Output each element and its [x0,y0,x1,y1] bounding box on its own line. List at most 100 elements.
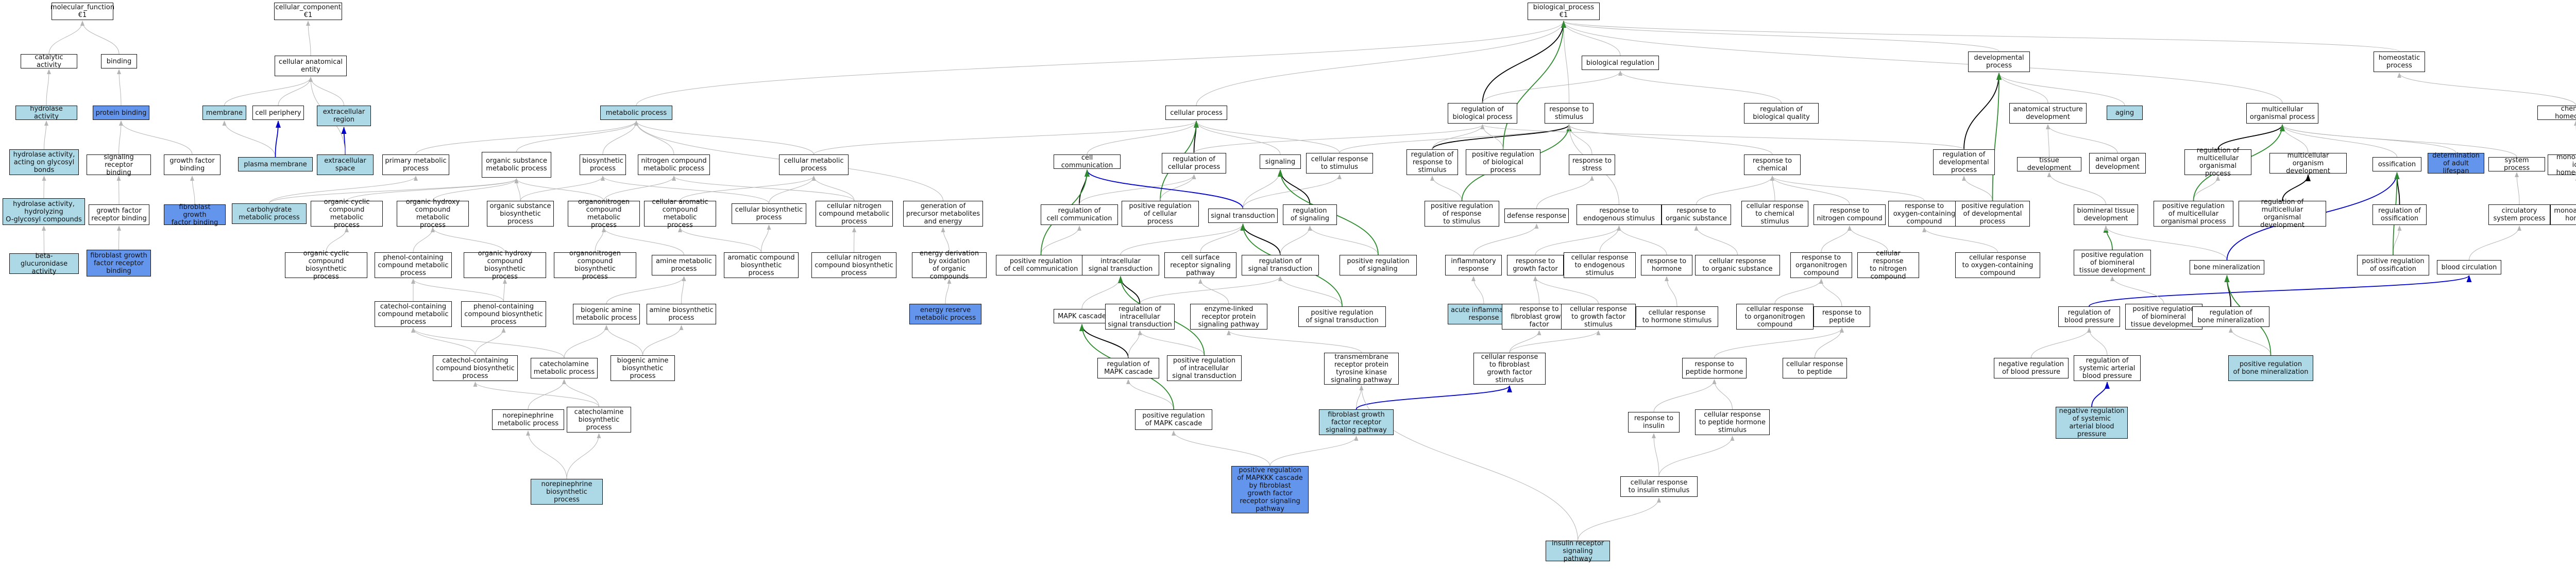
term-node-positive-regulation-signaling[interactable]: positive regulation of signaling [1340,255,1417,275]
term-node-regulation-intracellular-signal[interactable]: regulation of intracellular signal trans… [1105,304,1175,330]
term-node-regulation-signal-transduction[interactable]: regulation of signal transduction [1242,255,1319,275]
term-node-monoatomic-ion-homeostasis[interactable]: monoatomic ion homeostasis [2548,153,2576,177]
term-node-carbohydrate-metabolic[interactable]: carbohydrate metabolic process [232,203,307,224]
term-node-biosynthetic[interactable]: biosynthetic process [580,154,626,175]
term-node-response-to-insulin[interactable]: response to insulin [1628,412,1680,433]
term-node-developmental-process[interactable]: developmental process [1968,51,2030,72]
term-node-biogenic-amine-biosynthetic[interactable]: biogenic amine biosynthetic process [611,355,675,381]
term-node-membrane[interactable]: membrane [202,106,246,120]
term-node-fgf-receptor-signaling[interactable]: fibroblast growth factor receptor signal… [1319,409,1394,435]
term-node-growth-factor-receptor-binding[interactable]: growth factor receptor binding [89,204,149,225]
term-node-positive-regulation-biomineral-tissue[interactable]: positive regulation of biomineral tissue… [2125,304,2202,330]
term-node-energy-reserve[interactable]: energy reserve metabolic process [909,304,981,324]
term-node-positive-regulation-multicellular-process[interactable]: positive regulation of multicellular org… [2154,201,2233,227]
term-node-organic-substance-biosynthetic[interactable]: organic substance biosynthetic process [487,201,554,227]
term-node-catecholamine-biosynthetic[interactable]: catecholamine biosynthetic process [567,407,631,433]
term-node-response-organic-substance[interactable]: response to organic substance [1662,204,1731,225]
term-node-response-to-stimulus[interactable]: response to stimulus [1545,103,1594,124]
term-node-cellular-response-fgf[interactable]: cellular response to fibroblast growth f… [1473,353,1546,385]
term-node-regulation-cellular-process[interactable]: regulation of cellular process [1162,153,1226,174]
term-node-norepinephrine-metabolic[interactable]: norepinephrine metabolic process [492,409,564,430]
term-node-positive-regulation-cell-communication[interactable]: positive regulation of cell communicatio… [996,255,1086,275]
term-node-fgf-binding[interactable]: fibroblast growth factor binding [164,203,226,227]
term-node-positive-regulation-response-stimulus[interactable]: positive regulation of response to stimu… [1425,201,1499,227]
term-node-positive-regulation-bone-mineralization[interactable]: positive regulation of bone mineralizati… [2228,355,2313,381]
term-node-response-nitrogen-compound[interactable]: response to nitrogen compound [1814,204,1886,225]
term-node-negative-regulation-blood-pressure[interactable]: negative regulation of blood pressure [1994,358,2069,378]
term-node-cellular-response-oxygen[interactable]: cellular response to oxygen-containing c… [1955,252,2040,278]
term-node-binding[interactable]: binding [101,54,137,68]
term-node-organic-hydroxy-metabolic[interactable]: organic hydroxy compound metabolic proce… [397,198,469,229]
term-node-cellular-response-peptide-hormone[interactable]: cellular response to peptide hormone sti… [1695,409,1770,435]
term-node-bone-mineralization[interactable]: bone mineralization [2190,260,2264,274]
term-node-norepinephrine-biosynthetic[interactable]: norepinephrine biosynthetic process [531,479,603,505]
term-node-defense-response[interactable]: defense response [1504,209,1569,223]
term-node-organic-cyclic-biosynthetic[interactable]: organic cyclic compound biosynthetic pro… [285,250,367,281]
term-node-tissue-development[interactable]: tissue development [2017,157,2081,172]
term-node-inflammatory-response[interactable]: inflammatory response [1445,255,1502,275]
term-node-regulation-cell-communication[interactable]: regulation of cell communication [1041,204,1118,225]
term-node-metabolic-process[interactable]: metabolic process [600,106,672,120]
term-node-homeostatic-process[interactable]: homeostatic process [2374,51,2425,72]
term-node-cellular-process[interactable]: cellular process [1165,106,1227,120]
term-node-amine-metabolic[interactable]: amine metabolic process [652,255,716,275]
term-node-response-to-peptide[interactable]: response to peptide [1814,306,1870,327]
term-node-positive-regulation-ossification[interactable]: positive regulation of ossification [2357,255,2429,275]
term-node-organic-cyclic-metabolic[interactable]: organic cyclic compound metabolic proces… [311,198,383,229]
term-node-aging[interactable]: aging [2107,106,2143,120]
term-node-chemical-homeostasis[interactable]: chemical homeostasis [2537,105,2576,120]
term-node-biogenic-amine-metabolic[interactable]: biogenic amine metabolic process [573,304,640,324]
term-node-positive-regulation-biomineral[interactable]: positive regulation of biomineral tissue… [2074,250,2151,275]
term-node-system-process[interactable]: system process [2488,157,2545,172]
term-node-aromatic-biosynthetic[interactable]: aromatic compound biosynthetic process [724,252,799,278]
term-node-regulation-signaling[interactable]: regulation of signaling [1283,204,1337,225]
term-node-cellular-response-organonitrogen[interactable]: cellular response to organonitrogen comp… [1736,304,1814,330]
term-node-cellular-response-nitrogen[interactable]: cellular response to nitrogen compound [1857,250,1919,281]
term-node-cell-communication[interactable]: cell communication [1054,154,1121,169]
term-node-cellular-response-hormone[interactable]: cellular response to hormone stimulus [1636,306,1718,327]
term-node-regulation-response-stimulus[interactable]: regulation of response to stimulus [1406,149,1458,175]
term-node-animal-organ-development[interactable]: animal organ development [2089,153,2146,174]
term-node-cellular-response-growth-factor[interactable]: cellular response to growth factor stimu… [1561,304,1636,330]
term-node-enzyme-linked-receptor[interactable]: enzyme-linked receptor protein signaling… [1190,304,1267,330]
term-node-response-to-hormone[interactable]: response to hormone [1641,255,1692,275]
term-node-multicellular-organism-development[interactable]: multicellular organism development [2269,152,2347,175]
term-node-hydrolase-glycosyl[interactable]: hydrolase activity, acting on glycosyl b… [9,149,79,175]
term-node-hydrolase-activity[interactable]: hydrolase activity [15,105,77,120]
term-node-positive-regulation-developmental-process[interactable]: positive regulation of developmental pro… [1955,201,2030,227]
term-node-response-growth-factor[interactable]: response to growth factor [1507,255,1564,275]
term-node-multicellular-organismal-process[interactable]: multicellular organismal process [2246,103,2318,124]
term-node-cellular-response-stimulus[interactable]: cellular response to stimulus [1306,153,1373,174]
term-node-cellular-response-organic-substance[interactable]: cellular response to organic substance [1695,255,1780,275]
term-node-signaling[interactable]: signaling [1260,154,1301,169]
term-node-regulation-developmental-process[interactable]: regulation of developmental process [1933,149,1995,175]
term-node-transmembrane-rtk[interactable]: transmembrane receptor protein tyrosine … [1324,353,1399,385]
term-node-circulatory-system-process[interactable]: circulatory system process [2488,204,2550,225]
term-node-cell-surface-receptor-signaling[interactable]: cell surface receptor signaling pathway [1164,252,1236,278]
term-node-regulation-blood-pressure[interactable]: regulation of blood pressure [2058,306,2120,327]
term-node-fgf-receptor-binding[interactable]: fibroblast growth factor receptor bindin… [87,250,151,277]
term-node-catalytic-activity[interactable]: catalytic activity [21,54,77,69]
term-node-cellular-response-peptide[interactable]: cellular response to peptide [1783,358,1847,378]
term-node-ossification[interactable]: ossification [2372,157,2421,171]
term-node-response-endogenous-stimulus[interactable]: response to endogenous stimulus [1577,204,1662,225]
term-node-cellular-component[interactable]: cellular_component €1 [274,3,342,20]
term-node-positive-regulation-cellular-process[interactable]: positive regulation of cellular process [1122,201,1199,227]
term-node-regulation-bone-mineralization[interactable]: regulation of bone mineralization [2192,306,2269,327]
term-node-protein-binding[interactable]: protein binding [93,106,149,120]
term-node-mapk-cascade[interactable]: MAPK cascade [1054,309,1110,323]
term-node-anatomical-structure-development[interactable]: anatomical structure development [2009,103,2087,124]
term-node-organonitrogen-metabolic[interactable]: organonitrogen compound metabolic proces… [568,198,640,229]
term-node-primary-metabolic[interactable]: primary metabolic process [382,154,449,175]
term-node-biological-regulation[interactable]: biological regulation [1582,56,1659,70]
term-node-cellular-aromatic-metabolic[interactable]: cellular aromatic compound metabolic pro… [644,198,716,229]
term-node-positive-regulation-mapk[interactable]: positive regulation of MAPK cascade [1135,409,1212,430]
term-node-response-to-stress[interactable]: response to stress [1569,154,1615,175]
term-node-regulation-multicellular-organism-development[interactable]: regulation of multicellular organismal d… [2239,198,2326,229]
term-node-regulation-multicellular-process[interactable]: regulation of multicellular organismal p… [2184,147,2251,178]
term-node-regulation-biological-quality[interactable]: regulation of biological quality [1744,103,1819,124]
term-node-signaling-receptor-binding[interactable]: signaling receptor binding [87,153,151,177]
term-node-molecular-function[interactable]: molecular_function €1 [50,3,115,20]
term-node-positive-regulation-intracellular[interactable]: positive regulation of intracellular sig… [1167,355,1242,381]
term-node-insulin-receptor-signaling[interactable]: insulin receptor signaling pathway [1546,540,1610,563]
